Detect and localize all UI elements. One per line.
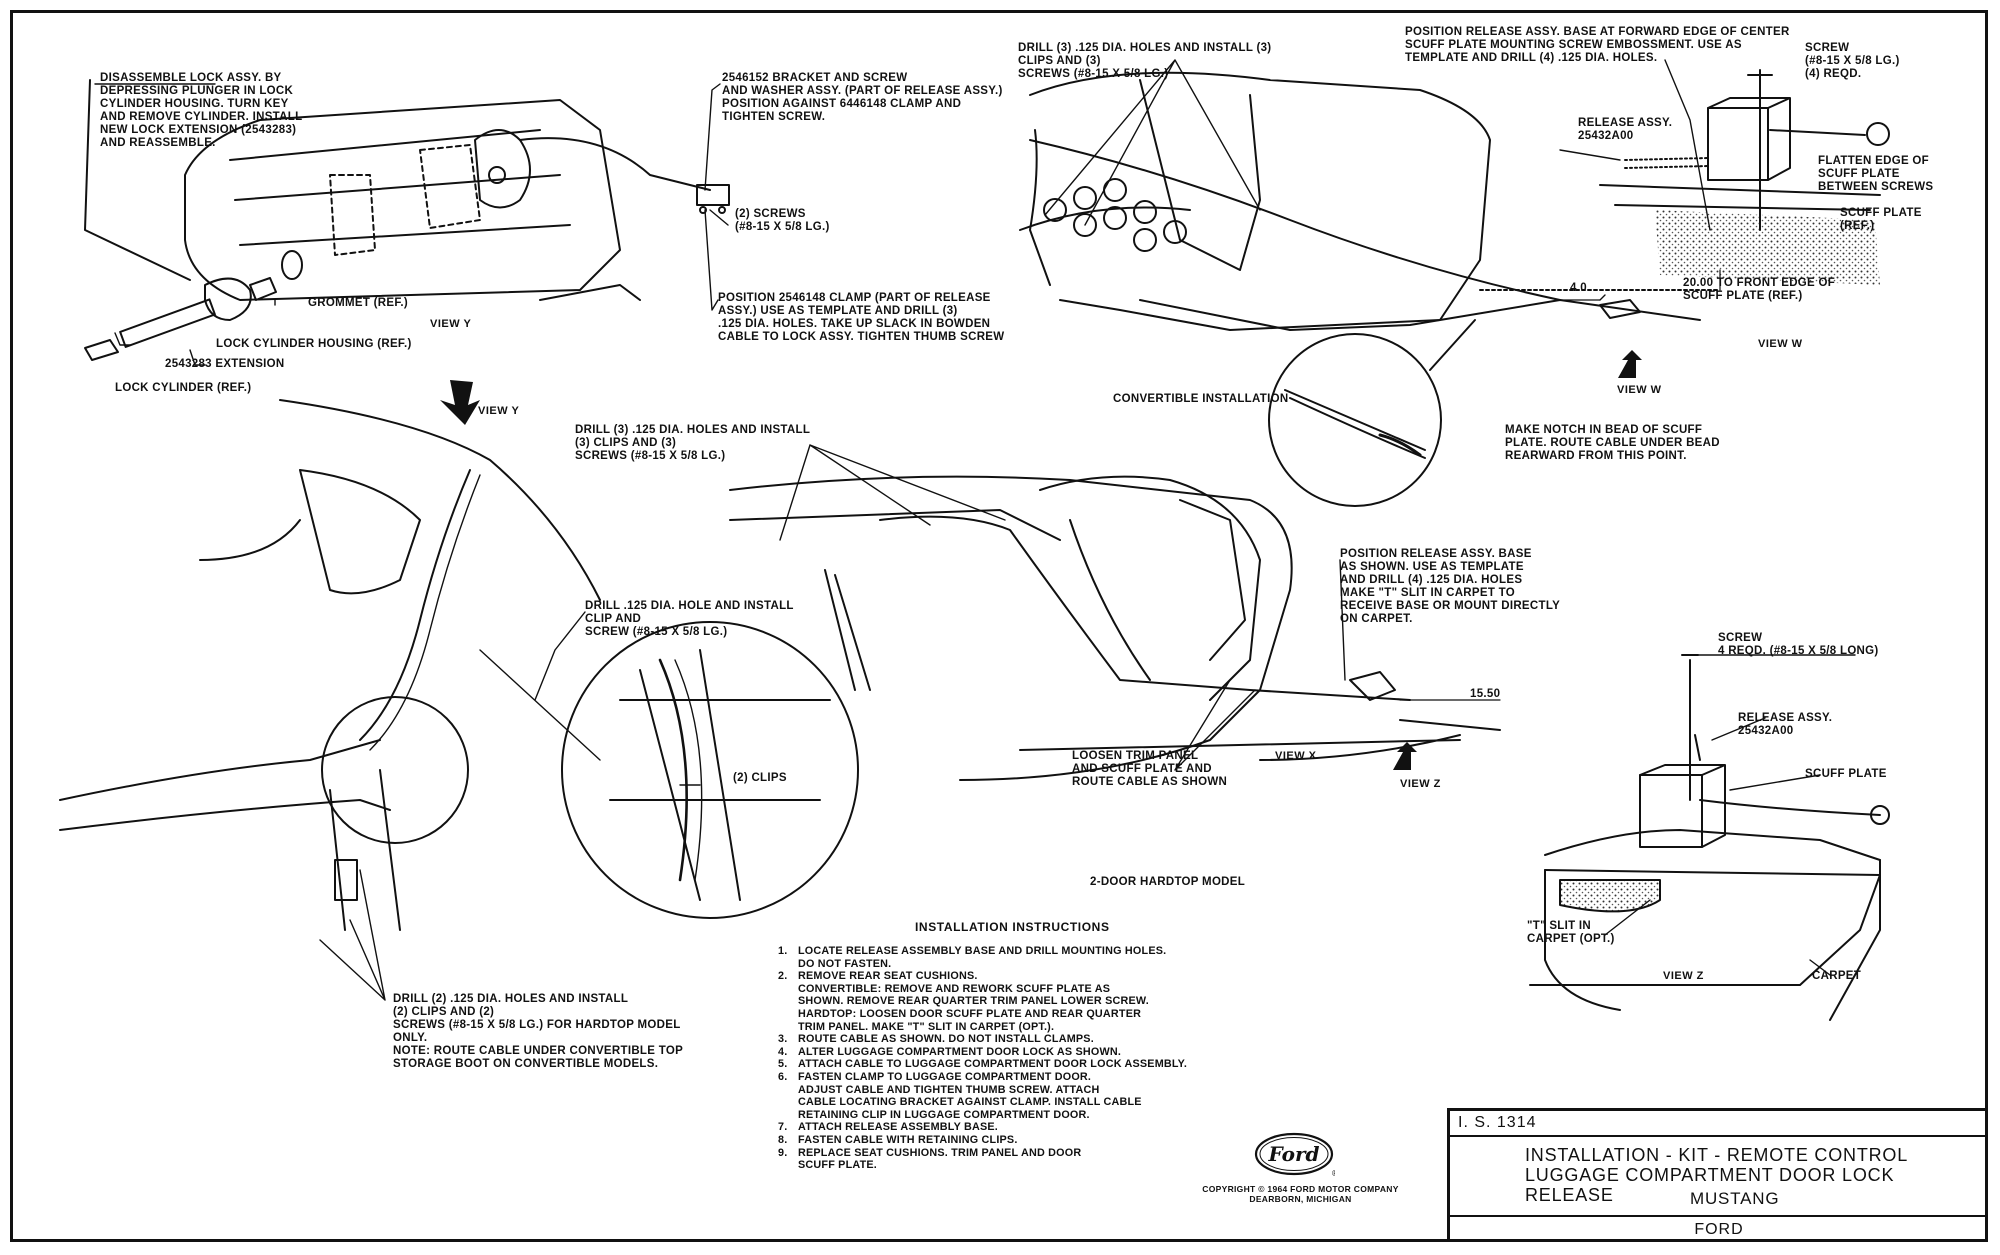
instruction-step-text: ATTACH CABLE TO LUGGAGE COMPARTMENT DOOR…	[798, 1058, 1188, 1071]
view-z-drawing	[1529, 654, 1890, 1021]
title-block: I. S. 1314 INSTALLATION - KIT - REMOTE C…	[1447, 1108, 1988, 1242]
instruction-step: 4. ALTER LUGGAGE COMPARTMENT DOOR LOCK AS…	[778, 1046, 1218, 1059]
label-view-y: VIEW Y	[430, 318, 472, 330]
label-convertible-installation: CONVERTIBLE INSTALLATION	[1113, 393, 1289, 405]
label-hardtop-model: 2-DOOR HARDTOP MODEL	[1090, 876, 1246, 888]
label-lock-cylinder: LOCK CYLINDER (REF.)	[115, 382, 252, 394]
label-loosen-trim: LOOSEN TRIM PANEL AND SCUFF PLATE AND RO…	[1072, 750, 1228, 788]
instruction-step-text: ATTACH RELEASE ASSEMBLY BASE.	[798, 1121, 998, 1134]
view-arrows	[440, 350, 1642, 770]
label-screw-w: SCREW (#8-15 x 5/8 LG.) (4) REQD.	[1805, 42, 1900, 80]
label-disassemble-lock: DISASSEMBLE LOCK ASSY. BY DEPRESSING PLU…	[100, 72, 303, 149]
view-z-arrow	[1393, 742, 1417, 770]
instruction-step-number: 7.	[778, 1121, 788, 1134]
label-scuff-plate-z: SCUFF PLATE	[1805, 768, 1887, 780]
label-view-z-arrow: VIEW Z	[1400, 778, 1441, 790]
view-y-arrow	[440, 380, 480, 425]
lower-left-panel-drawing	[59, 399, 601, 931]
instruction-step: 6. FASTEN CLAMP TO LUGGAGE COMPARTMENT DO…	[778, 1071, 1218, 1121]
view-w-drawing	[1599, 69, 1890, 285]
instruction-step: 2. REMOVE REAR SEAT CUSHIONS. CONVERTIBLE…	[778, 970, 1218, 1033]
label-release-assy-z: RELEASE ASSY. 25432A00	[1738, 712, 1833, 737]
instruction-step: 1. LOCATE RELEASE ASSEMBLY BASE AND DRILL…	[778, 945, 1218, 970]
instruction-step-number: 9.	[778, 1146, 788, 1159]
instruction-step: 9. REPLACE SEAT CUSHIONS. TRIM PANEL AND …	[778, 1147, 1218, 1172]
label-make-notch: MAKE NOTCH IN BEAD OF SCUFF PLATE. ROUTE…	[1505, 424, 1720, 462]
view-y-drawing	[84, 79, 730, 361]
instructions-title: INSTALLATION INSTRUCTIONS	[915, 920, 1110, 934]
dimension-lines	[1399, 269, 1721, 701]
label-dim-20: 20.00 TO FRONT EDGE OF SCUFF PLATE (REF.…	[1683, 277, 1836, 302]
label-view-z: VIEW Z	[1663, 970, 1704, 982]
label-view-w-arrow: VIEW W	[1617, 384, 1662, 396]
instruction-step-number: 5.	[778, 1058, 788, 1071]
instruction-step-number: 6.	[778, 1070, 788, 1083]
notch-detail-circle	[1268, 319, 1476, 507]
instruction-step-number: 1.	[778, 945, 788, 957]
ford-logo: Ford ®	[1254, 1132, 1335, 1178]
title-block-description: INSTALLATION - KIT - REMOTE CONTROL LUGG…	[1450, 1137, 1988, 1217]
instruction-step-text: FASTEN CLAMP TO LUGGAGE COMPARTMENT DOOR…	[798, 1070, 1142, 1121]
title-line-4: MUSTANG	[1690, 1189, 1780, 1208]
label-drill-three-top: DRILL (3) .125 DIA. HOLES AND INSTALL (3…	[1018, 42, 1272, 80]
label-view-w: VIEW W	[1758, 338, 1803, 350]
label-lock-cylinder-housing: LOCK CYLINDER HOUSING (REF.)	[216, 338, 412, 350]
label-view-y-arrow: VIEW Y	[478, 405, 520, 417]
label-extension: 2543283 EXTENSION	[165, 358, 285, 370]
convertible-drawing	[1019, 71, 1721, 331]
instructions-list: 1. LOCATE RELEASE ASSEMBLY BASE AND DRILL…	[778, 945, 1218, 1172]
label-bracket-screw: 2546152 BRACKET AND SCREW AND WASHER ASS…	[722, 72, 1003, 123]
instruction-step-text: REPLACE SEAT CUSHIONS. TRIM PANEL AND DO…	[798, 1146, 1082, 1172]
instruction-step: 8. FASTEN CABLE WITH RETAINING CLIPS.	[778, 1134, 1218, 1147]
label-dim-15: 15.50	[1470, 688, 1501, 700]
instruction-step-number: 2.	[778, 970, 788, 983]
label-screw-z: SCREW 4 REQD. (#8-15 X 5/8 LONG)	[1718, 632, 1879, 657]
label-position-base-top: POSITION RELEASE ASSY. BASE AT FORWARD E…	[1405, 26, 1790, 64]
view-w-arrow	[1618, 350, 1642, 378]
title-line-1: INSTALLATION - KIT - REMOTE CONTROL	[1525, 1145, 1909, 1165]
clips-detail-circle	[479, 621, 859, 919]
sheet-number: I. S. 1314	[1450, 1111, 1988, 1137]
label-drill-clip: DRILL .125 DIA. HOLE AND INSTALL CLIP AN…	[585, 600, 794, 638]
label-dim-4: 4.0	[1570, 282, 1587, 294]
instruction-step-text: LOCATE RELEASE ASSEMBLY BASE AND DRILL M…	[798, 945, 1167, 970]
label-two-screws: (2) SCREWS (#8-15 x 5/8 LG.)	[735, 208, 830, 233]
label-two-clips: (2) CLIPS	[733, 772, 787, 784]
label-t-slit: "T" SLIT IN CARPET (OPT.)	[1527, 920, 1615, 945]
instruction-step-number: 8.	[778, 1133, 788, 1146]
label-drill-three-mid: DRILL (3) .125 DIA. HOLES AND INSTALL (3…	[575, 424, 811, 462]
label-position-clamp: POSITION 2546148 CLAMP (PART OF RELEASE …	[718, 292, 1005, 343]
title-make: FORD	[1694, 1221, 1744, 1238]
instruction-step-text: ROUTE CABLE AS SHOWN. DO NOT INSTALL CLA…	[798, 1033, 1094, 1046]
label-flatten-edge: FLATTEN EDGE OF SCUFF PLATE BETWEEN SCRE…	[1818, 155, 1934, 193]
label-drill-two: DRILL (2) .125 DIA. HOLES AND INSTALL (2…	[393, 993, 684, 1070]
label-release-assy-w: RELEASE ASSY. 25432A00	[1578, 117, 1673, 142]
instruction-step: 3. ROUTE CABLE AS SHOWN. DO NOT INSTALL C…	[778, 1033, 1218, 1046]
instruction-step-text: FASTEN CABLE WITH RETAINING CLIPS.	[798, 1133, 1018, 1146]
leader-lines	[94, 59, 1856, 1001]
hardtop-drawing	[729, 475, 1501, 781]
instruction-step-number: 4.	[778, 1045, 788, 1058]
label-grommet: GROMMET (REF.)	[308, 297, 409, 309]
label-carpet: CARPET	[1812, 970, 1862, 982]
label-position-base-mid: POSITION RELEASE ASSY. BASE AS SHOWN. US…	[1340, 548, 1561, 625]
ford-logo-wordmark: Ford	[1268, 1142, 1320, 1166]
label-scuff-plate-ref: SCUFF PLATE (REF.)	[1840, 207, 1922, 232]
label-view-x: VIEW X	[1275, 750, 1317, 762]
svg-text:®: ®	[1331, 1169, 1335, 1178]
title-line-3: RELEASE	[1525, 1185, 1614, 1205]
copyright-text: COPYRIGHT © 1964 FORD MOTOR COMPANY DEAR…	[1202, 1184, 1399, 1204]
instruction-step-text: REMOVE REAR SEAT CUSHIONS. CONVERTIBLE: …	[798, 970, 1149, 1033]
instruction-step: 7. ATTACH RELEASE ASSEMBLY BASE.	[778, 1121, 1218, 1134]
instruction-step: 5. ATTACH CABLE TO LUGGAGE COMPARTMENT DO…	[778, 1058, 1218, 1071]
instruction-step-number: 3.	[778, 1033, 788, 1046]
title-line-2: LUGGAGE COMPARTMENT DOOR LOCK	[1525, 1165, 1895, 1185]
instruction-step-text: ALTER LUGGAGE COMPARTMENT DOOR LOCK AS S…	[798, 1045, 1122, 1058]
